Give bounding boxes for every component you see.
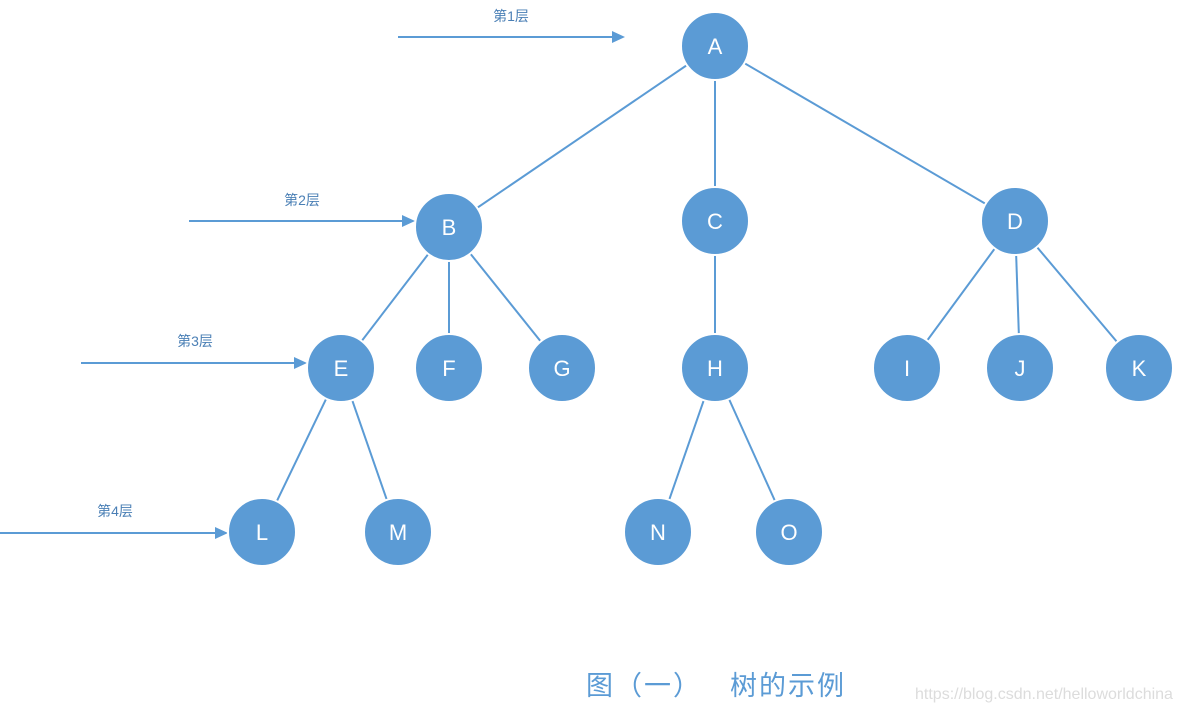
node-I: I bbox=[872, 333, 942, 403]
watermark: https://blog.csdn.net/helloworldchina bbox=[915, 686, 1173, 703]
node-label: O bbox=[780, 520, 797, 545]
node-B: B bbox=[414, 192, 484, 262]
node-label: I bbox=[904, 356, 910, 381]
arrowhead-icon bbox=[402, 215, 415, 227]
arrowhead-icon bbox=[612, 31, 625, 43]
node-label: F bbox=[442, 356, 455, 381]
node-label: C bbox=[707, 209, 723, 234]
node-G: G bbox=[527, 333, 597, 403]
level-2-label: 第2层 bbox=[284, 192, 320, 208]
node-C: C bbox=[680, 186, 750, 256]
node-label: N bbox=[650, 520, 666, 545]
node-label: G bbox=[553, 356, 570, 381]
node-E: E bbox=[306, 333, 376, 403]
node-label: L bbox=[256, 520, 268, 545]
edge-A-D bbox=[714, 45, 1016, 222]
level-4-label: 第4层 bbox=[97, 503, 133, 519]
figure-caption: 图（一） 树的示例 bbox=[586, 664, 846, 703]
figure-title: 树的示例 bbox=[730, 671, 846, 702]
node-label: D bbox=[1007, 209, 1023, 234]
node-F: F bbox=[414, 333, 484, 403]
level-3-label: 第3层 bbox=[177, 333, 213, 349]
node-M: M bbox=[363, 497, 433, 567]
node-label: M bbox=[389, 520, 407, 545]
arrowhead-icon bbox=[294, 357, 307, 369]
node-label: B bbox=[442, 215, 457, 240]
edge-A-B bbox=[448, 45, 716, 228]
node-label: H bbox=[707, 356, 723, 381]
node-L: L bbox=[227, 497, 297, 567]
node-J: J bbox=[985, 333, 1055, 403]
node-K: K bbox=[1104, 333, 1174, 403]
node-A: A bbox=[680, 11, 750, 81]
node-label: A bbox=[708, 34, 723, 59]
node-D: D bbox=[980, 186, 1050, 256]
node-O: O bbox=[754, 497, 824, 567]
node-label: E bbox=[334, 356, 349, 381]
node-N: N bbox=[623, 497, 693, 567]
level-1-label: 第1层 bbox=[493, 8, 529, 24]
node-label: J bbox=[1015, 356, 1026, 381]
node-H: H bbox=[680, 333, 750, 403]
figure-number: 图（一） bbox=[586, 671, 702, 702]
arrowhead-icon bbox=[215, 527, 228, 539]
node-label: K bbox=[1132, 356, 1147, 381]
